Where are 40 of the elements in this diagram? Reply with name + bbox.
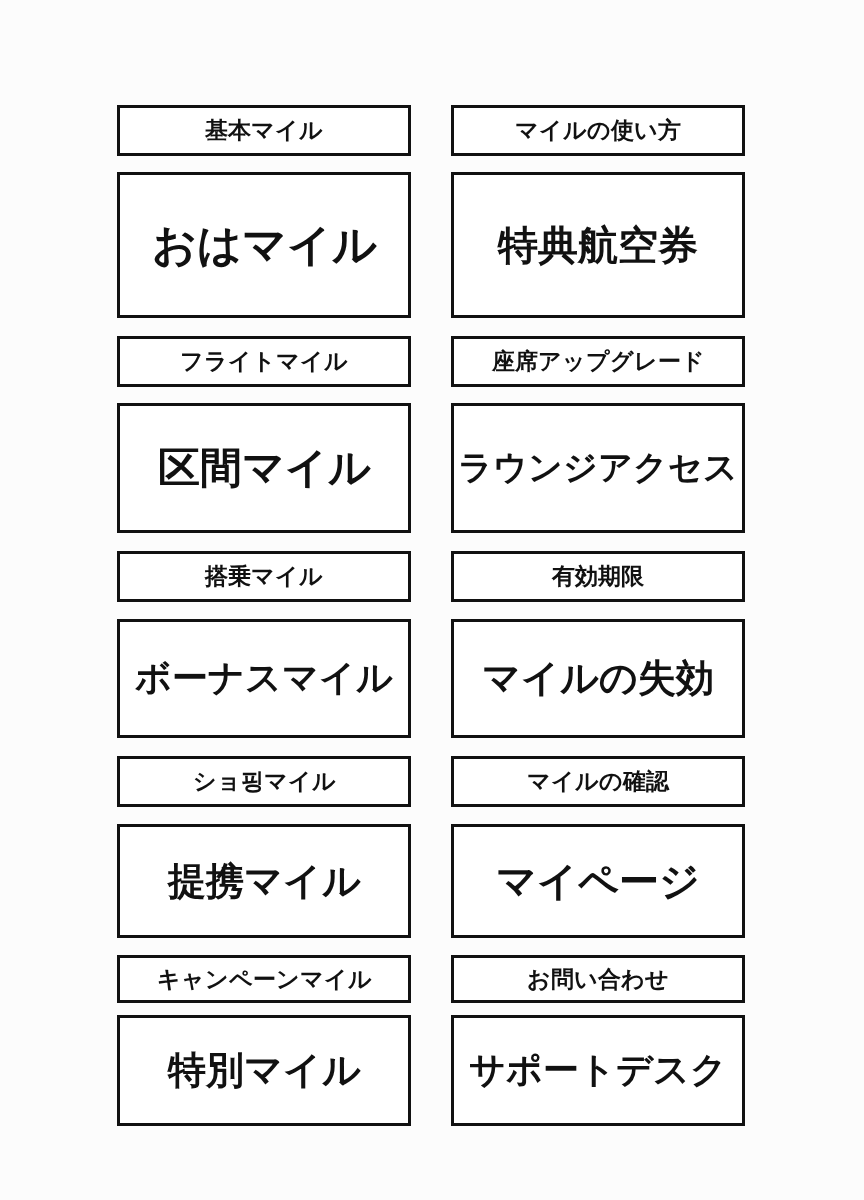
term-box — [451, 619, 745, 738]
term-box — [117, 1015, 411, 1126]
term-box — [451, 172, 745, 318]
term-box — [117, 403, 411, 533]
term-text: 特典航空券 — [498, 220, 698, 270]
heading-box — [117, 551, 411, 602]
term-box — [451, 1015, 745, 1126]
term-box — [117, 824, 411, 938]
heading-text: お問い合わせ — [527, 964, 669, 994]
heading-box — [451, 551, 745, 602]
heading-box — [451, 955, 745, 1003]
heading-text: マイルの確認 — [527, 767, 669, 796]
term-box — [451, 824, 745, 938]
heading-box — [451, 756, 745, 807]
term-text: 区間マイル — [157, 442, 371, 494]
heading-text: 基本マイル — [205, 116, 323, 145]
heading-text: 搭乗マイル — [205, 562, 323, 591]
heading-box — [117, 955, 411, 1003]
term-box — [451, 403, 745, 533]
term-text: ボーナスマイル — [135, 656, 393, 700]
term-text: サポートデスク — [469, 1048, 727, 1092]
heading-text: 座席アップグレード — [491, 347, 705, 376]
heading-text: キャンペーンマイル — [156, 964, 372, 994]
heading-box — [117, 756, 411, 807]
term-text: マイページ — [496, 856, 700, 906]
heading-box — [451, 336, 745, 387]
heading-box — [117, 105, 411, 156]
term-text: マイルの失効 — [482, 655, 714, 702]
term-text: おはマイル — [151, 217, 377, 272]
term-box — [117, 172, 411, 318]
term-text: 特別マイル — [167, 1047, 361, 1094]
term-box — [117, 619, 411, 738]
term-text: ラウンジアクセス — [458, 446, 738, 489]
heading-text: 有効期限 — [552, 562, 644, 591]
heading-text: フライトマイル — [180, 347, 348, 376]
term-text: 提携マイル — [167, 857, 361, 905]
heading-text: マイルの使い方 — [515, 116, 681, 145]
heading-text: ショ핑マイル — [192, 767, 336, 796]
heading-box — [117, 336, 411, 387]
heading-box — [451, 105, 745, 156]
